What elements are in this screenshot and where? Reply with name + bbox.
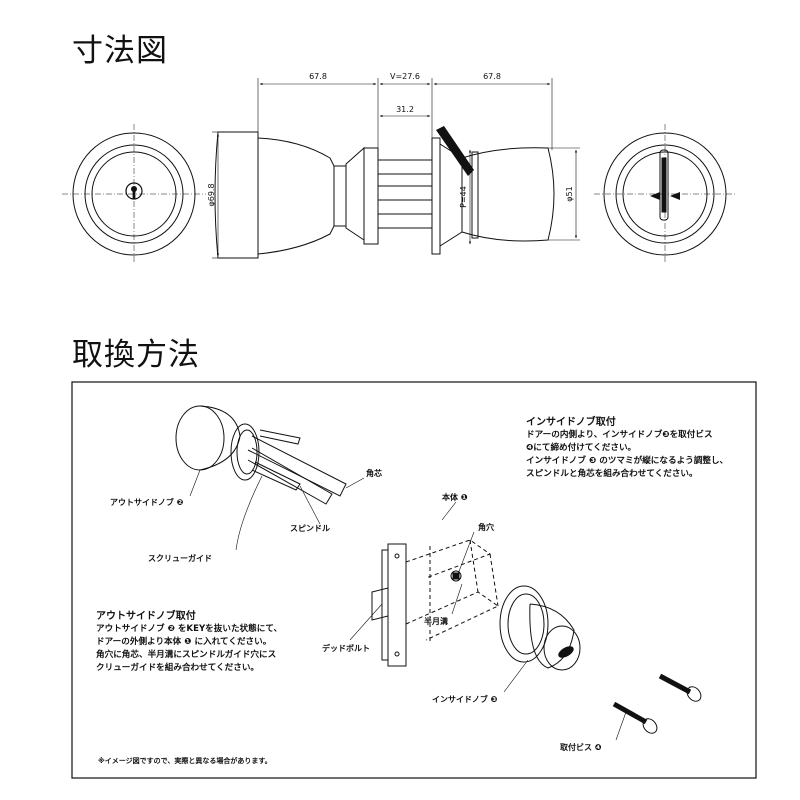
inside-front-view [594,124,736,264]
dimension-drawing-heading: 寸法図 [72,33,168,69]
inside-note-line: ❹にて締め付けてください。 [526,443,637,453]
keyhole-icon [125,182,143,200]
outside-knob-instructions: アウトサイドノブ取付 アウトサイドノブ ❷ をKEYを抜いた状態にて、 ドアーの… [96,610,282,675]
dimension-lines [212,78,580,259]
outside-note-line: アウトサイドノブ ❷ をKEYを抜いた状態にて、 [96,624,283,634]
dim-door-thickness: V=27.6 [390,72,420,81]
label-square-spindle-core: 角芯 [366,468,382,478]
label-spindle: スピンドル [290,523,330,533]
label-half-moon-groove: 半月溝 [424,616,448,626]
replacement-method-heading: 取換方法 [72,337,200,373]
inside-note-line: スピンドルと角芯を組み合わせてください。 [526,469,698,479]
label-square-hole: 角穴 [478,522,494,532]
outside-note-title: アウトサイドノブ取付 [96,611,196,622]
instruction-frame [71,381,757,779]
inside-note-line: インサイドノブ ❸ のツマミが縦になるよう調整し、 [526,456,729,466]
outside-note-line: ドアーの外側より本体 ❶ に入れてください。 [96,637,272,647]
side-view [214,126,555,259]
dim-backset: P=44 [459,186,468,208]
inside-knob-illustration [499,585,581,671]
screw-icon [612,673,702,734]
dim-rose-diameter: φ69.8 [207,183,216,206]
outside-note-line: 角穴に角芯、半月溝にスピンドルガイド穴にス [96,650,277,660]
leader-lines [189,469,627,741]
door-and-latch-illustration [371,539,499,667]
dim-outside-length: 67.8 [309,72,327,81]
inside-knob-instructions: インサイドノブ取付 ドアーの内側より、インサイドノブ❸を取付ビス ❹にて締め付け… [526,416,728,481]
dim-inside-length: 67.8 [483,72,501,81]
inside-note-line: ドアーの内側より、インサイドノブ❸を取付ビス [526,430,713,440]
label-deadbolt: デッドボルト [322,643,370,653]
outside-knob-illustration [175,405,347,505]
label-body: 本体 ❶ [441,492,468,502]
outside-note-line: クリューガイドを組み合わせてください。 [96,663,260,673]
inside-note-title: インサイドノブ取付 [526,417,616,428]
dim-body-width: 31.2 [396,105,414,114]
dim-knob-diameter: φ51 [565,186,574,201]
label-outside-knob: アウトサイドノブ ❷ [110,497,184,507]
disclaimer-footnote: ※イメージ図ですので、実際と異なる場合があります。 [98,757,272,765]
label-mounting-screw: 取付ビス ❹ [560,742,602,752]
label-inside-knob: インサイドノブ ❸ [432,694,498,704]
label-screw-guide: スクリューガイド [148,553,212,563]
